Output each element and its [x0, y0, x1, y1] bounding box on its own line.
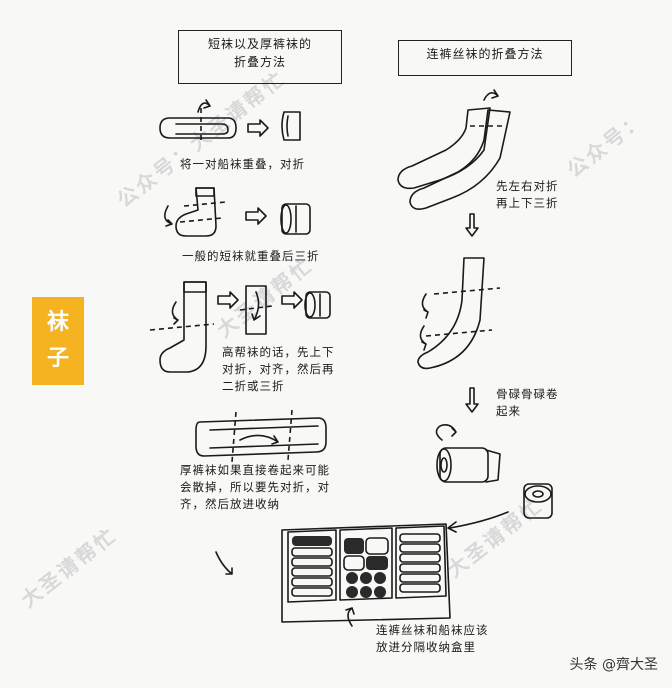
- right-step2-caption: 骨碌骨碌卷 起来: [496, 387, 559, 418]
- high-sock-drawing: [149, 281, 331, 373]
- section-tag-char-1: 袜: [46, 310, 69, 335]
- boat-sock-drawing: [159, 99, 301, 144]
- thick-tights-drawing: [195, 409, 327, 575]
- step1-caption: 将一对船袜重叠，对折: [180, 157, 305, 171]
- right-step1-caption: 先左右对折 再上下三折: [496, 179, 559, 210]
- right-step3-caption: 连裤丝袜和船袜应该 放进分隔收纳盒里: [376, 623, 489, 654]
- section-tag-char-2: 子: [46, 346, 69, 371]
- step4-caption: 厚裤袜如果直接卷起来可能 会散掉，所以要先对折，对 齐，然后放进收纳: [180, 463, 330, 511]
- stockings-drawing: [345, 89, 553, 627]
- step2-caption: 一般的短袜就重叠后三折: [182, 249, 320, 263]
- storage-box-drawing: [281, 523, 451, 623]
- short-sock-drawing: [164, 187, 311, 237]
- right-column-title: 连裤丝袜的折叠方法: [398, 40, 572, 76]
- step3-caption: 高帮袜的话，先上下 对折，对齐，然后再 二折或三折: [222, 345, 335, 393]
- left-column-title: 短袜以及厚裤袜的 折叠方法: [178, 30, 342, 84]
- section-tag: 袜 子: [32, 297, 84, 385]
- author-credit: 头条 @齊大圣: [569, 657, 658, 673]
